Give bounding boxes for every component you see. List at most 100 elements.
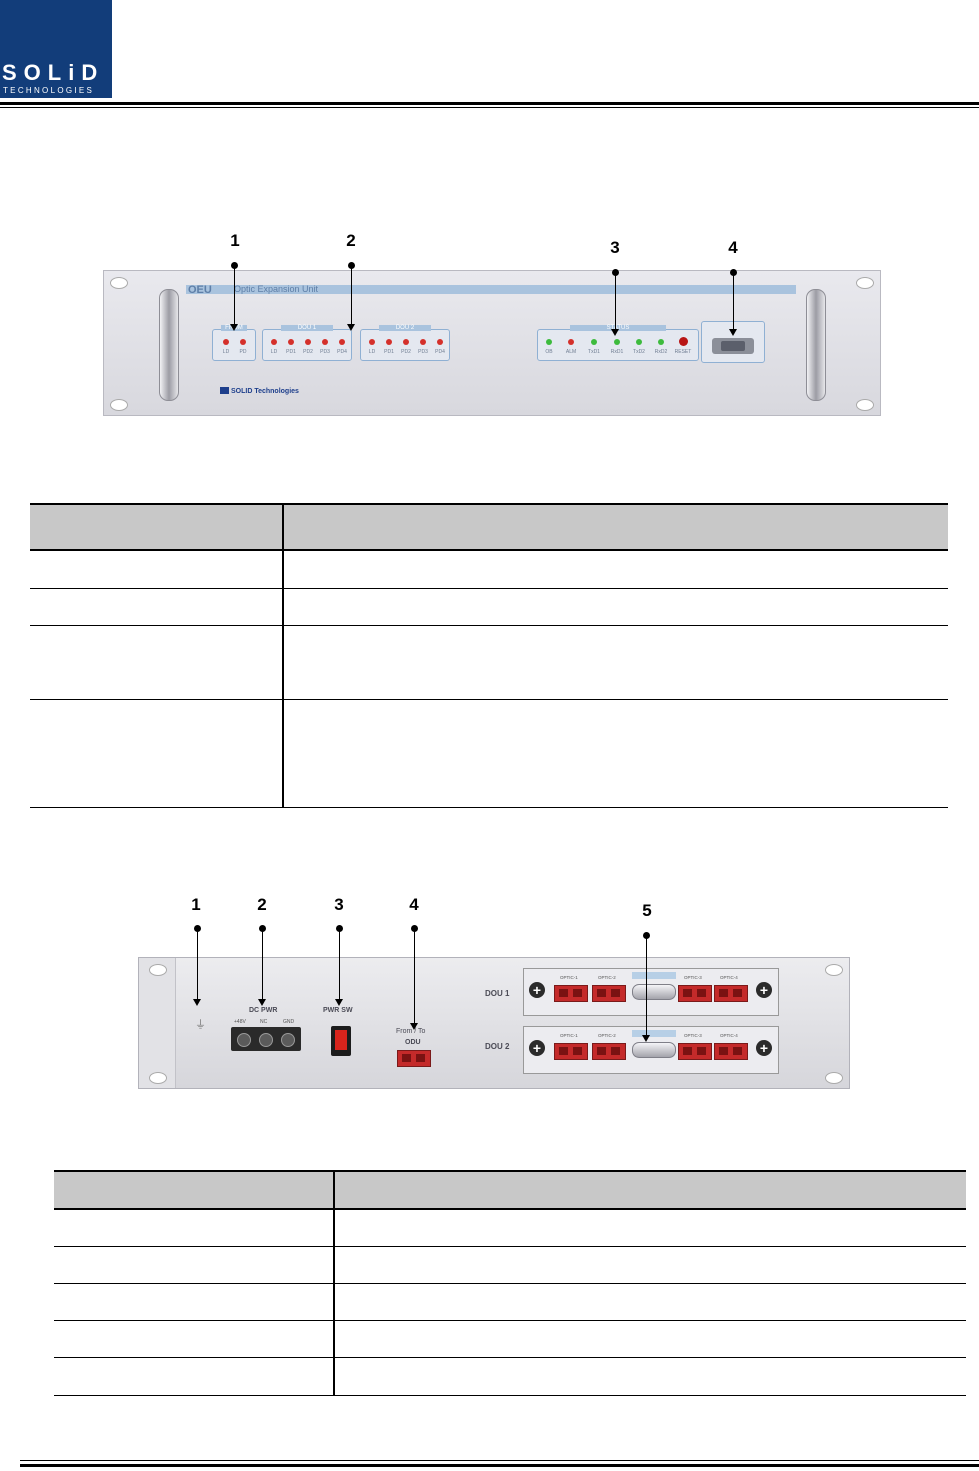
card-screw-icon[interactable]: + <box>756 1040 772 1056</box>
front-leader-4 <box>729 269 737 336</box>
card-tag <box>632 972 676 979</box>
led-indicator <box>305 339 311 345</box>
led-label: PD4 <box>435 349 445 355</box>
led-indicator <box>636 339 642 345</box>
oeu-rear-panel: ⏚ DC PWR +48V NC GND PWR SW From / To OD… <box>138 957 850 1089</box>
footer-rule-thin <box>20 1460 979 1461</box>
rear-callout-3: 3 <box>334 895 344 914</box>
led-label: PD1 <box>286 349 296 355</box>
led-label: RxD1 <box>610 349 624 355</box>
db9-connector[interactable] <box>712 338 754 354</box>
terminal-label: NC <box>260 1019 268 1025</box>
led-indicator <box>271 339 277 345</box>
rear-leader-1 <box>193 925 201 1006</box>
optic-label: OPTIC-1 <box>560 975 578 980</box>
led-indicator <box>288 339 294 345</box>
rear-leader-4 <box>410 925 418 1030</box>
optic-connector[interactable] <box>592 985 626 1002</box>
optic-label: OPTIC-3 <box>684 1033 702 1038</box>
led-group-caption: DOU 1 <box>280 325 334 331</box>
led-indicator <box>240 339 246 345</box>
optic-connector[interactable] <box>714 1043 748 1060</box>
led-group-dou2: DOU 2 LD PD1 PD2 PD3 PD4 <box>360 325 450 361</box>
card-pull-handle[interactable] <box>632 1042 676 1058</box>
led-indicator <box>591 339 597 345</box>
optic-label: OPTIC-1 <box>560 1033 578 1038</box>
optic-connector[interactable] <box>678 1043 712 1060</box>
led-indicator <box>546 339 552 345</box>
dc-pwr-label: DC PWR <box>249 1007 278 1014</box>
rack-hole <box>856 399 874 411</box>
card-screw-icon[interactable]: + <box>529 1040 545 1056</box>
terminal-label: +48V <box>234 1019 246 1025</box>
rack-handle-right <box>806 289 826 401</box>
optic-connector[interactable] <box>554 985 588 1002</box>
led-group-caption: STATUS <box>570 325 666 331</box>
led-indicator <box>386 339 392 345</box>
led-indicator <box>403 339 409 345</box>
card-screw-icon[interactable]: + <box>756 982 772 998</box>
terminal-label: GND <box>283 1019 295 1025</box>
led-label: OB <box>545 349 553 355</box>
optic-connector[interactable] <box>554 1043 588 1060</box>
rear-callout-4: 4 <box>409 895 419 914</box>
optic-label: OPTIC-2 <box>598 975 616 980</box>
oeu-front-panel: OEU Optic Expansion Unit FROM LD PD DOU … <box>103 270 881 416</box>
rack-hole <box>149 1072 167 1084</box>
led-label: ALM <box>565 349 577 355</box>
led-label: RxD2 <box>654 349 668 355</box>
front-leader-3 <box>611 269 619 336</box>
front-callout-2: 2 <box>346 231 356 250</box>
led-group-dou1: DOU 1 LD PD1 PD2 PD3 PD4 <box>262 325 352 361</box>
odu-label: ODU <box>405 1039 421 1046</box>
rear-leader-5 <box>642 932 650 1042</box>
led-label: PD2 <box>303 349 313 355</box>
led-label: PD3 <box>320 349 330 355</box>
title-strip <box>186 285 796 294</box>
optic-connector[interactable] <box>714 985 748 1002</box>
optic-connector[interactable] <box>678 985 712 1002</box>
rear-leader-3 <box>335 925 343 1006</box>
pwr-sw-label: PWR SW <box>323 1007 353 1014</box>
optic-connector[interactable] <box>592 1043 626 1060</box>
card-pull-handle[interactable] <box>632 984 676 1000</box>
led-label: LD <box>368 349 376 355</box>
optic-label: OPTIC-3 <box>684 975 702 980</box>
rack-hole <box>149 964 167 976</box>
header-rule <box>0 102 979 105</box>
led-group-from: FROM LD PD <box>212 325 256 361</box>
led-label: RESET <box>674 349 692 355</box>
dc-power-terminal[interactable] <box>231 1027 301 1051</box>
rear-callout-1: 1 <box>191 895 201 914</box>
card-screw-icon[interactable]: + <box>529 982 545 998</box>
rack-hole <box>856 277 874 289</box>
rack-hole <box>825 964 843 976</box>
front-brand-label: SOLID Technologies <box>231 388 299 395</box>
led-indicator <box>339 339 345 345</box>
led-indicator <box>658 339 664 345</box>
odu-optic-connector[interactable] <box>397 1050 431 1067</box>
reset-button[interactable] <box>679 337 688 346</box>
rack-hole <box>110 399 128 411</box>
front-subtitle: Optic Expansion Unit <box>234 284 319 294</box>
dou2-label: DOU 2 <box>485 1042 510 1051</box>
optic-label: OPTIC-2 <box>598 1033 616 1038</box>
led-indicator <box>568 339 574 345</box>
from-to-label: From / To <box>396 1028 426 1035</box>
table-header-row <box>30 504 948 550</box>
rear-callout-2: 2 <box>257 895 267 914</box>
brand-logo-icon <box>220 387 229 394</box>
led-indicator <box>369 339 375 345</box>
rear-ear-left <box>139 958 176 1088</box>
front-callout-1: 1 <box>230 231 240 250</box>
led-label: PD2 <box>401 349 411 355</box>
led-label: TxD1 <box>588 349 600 355</box>
dou2-card: + + OPTIC-1 OPTIC-2 OPTIC-3 OPTIC-4 <box>523 1026 779 1074</box>
company-logo: SOLiD TECHNOLOGIES <box>0 0 112 98</box>
ground-icon: ⏚ <box>195 1019 206 1031</box>
led-label: PD <box>239 349 247 355</box>
power-switch[interactable] <box>331 1026 351 1056</box>
header-rule-thin <box>0 107 979 108</box>
led-label: PD4 <box>337 349 347 355</box>
rear-callout-5: 5 <box>642 901 652 920</box>
